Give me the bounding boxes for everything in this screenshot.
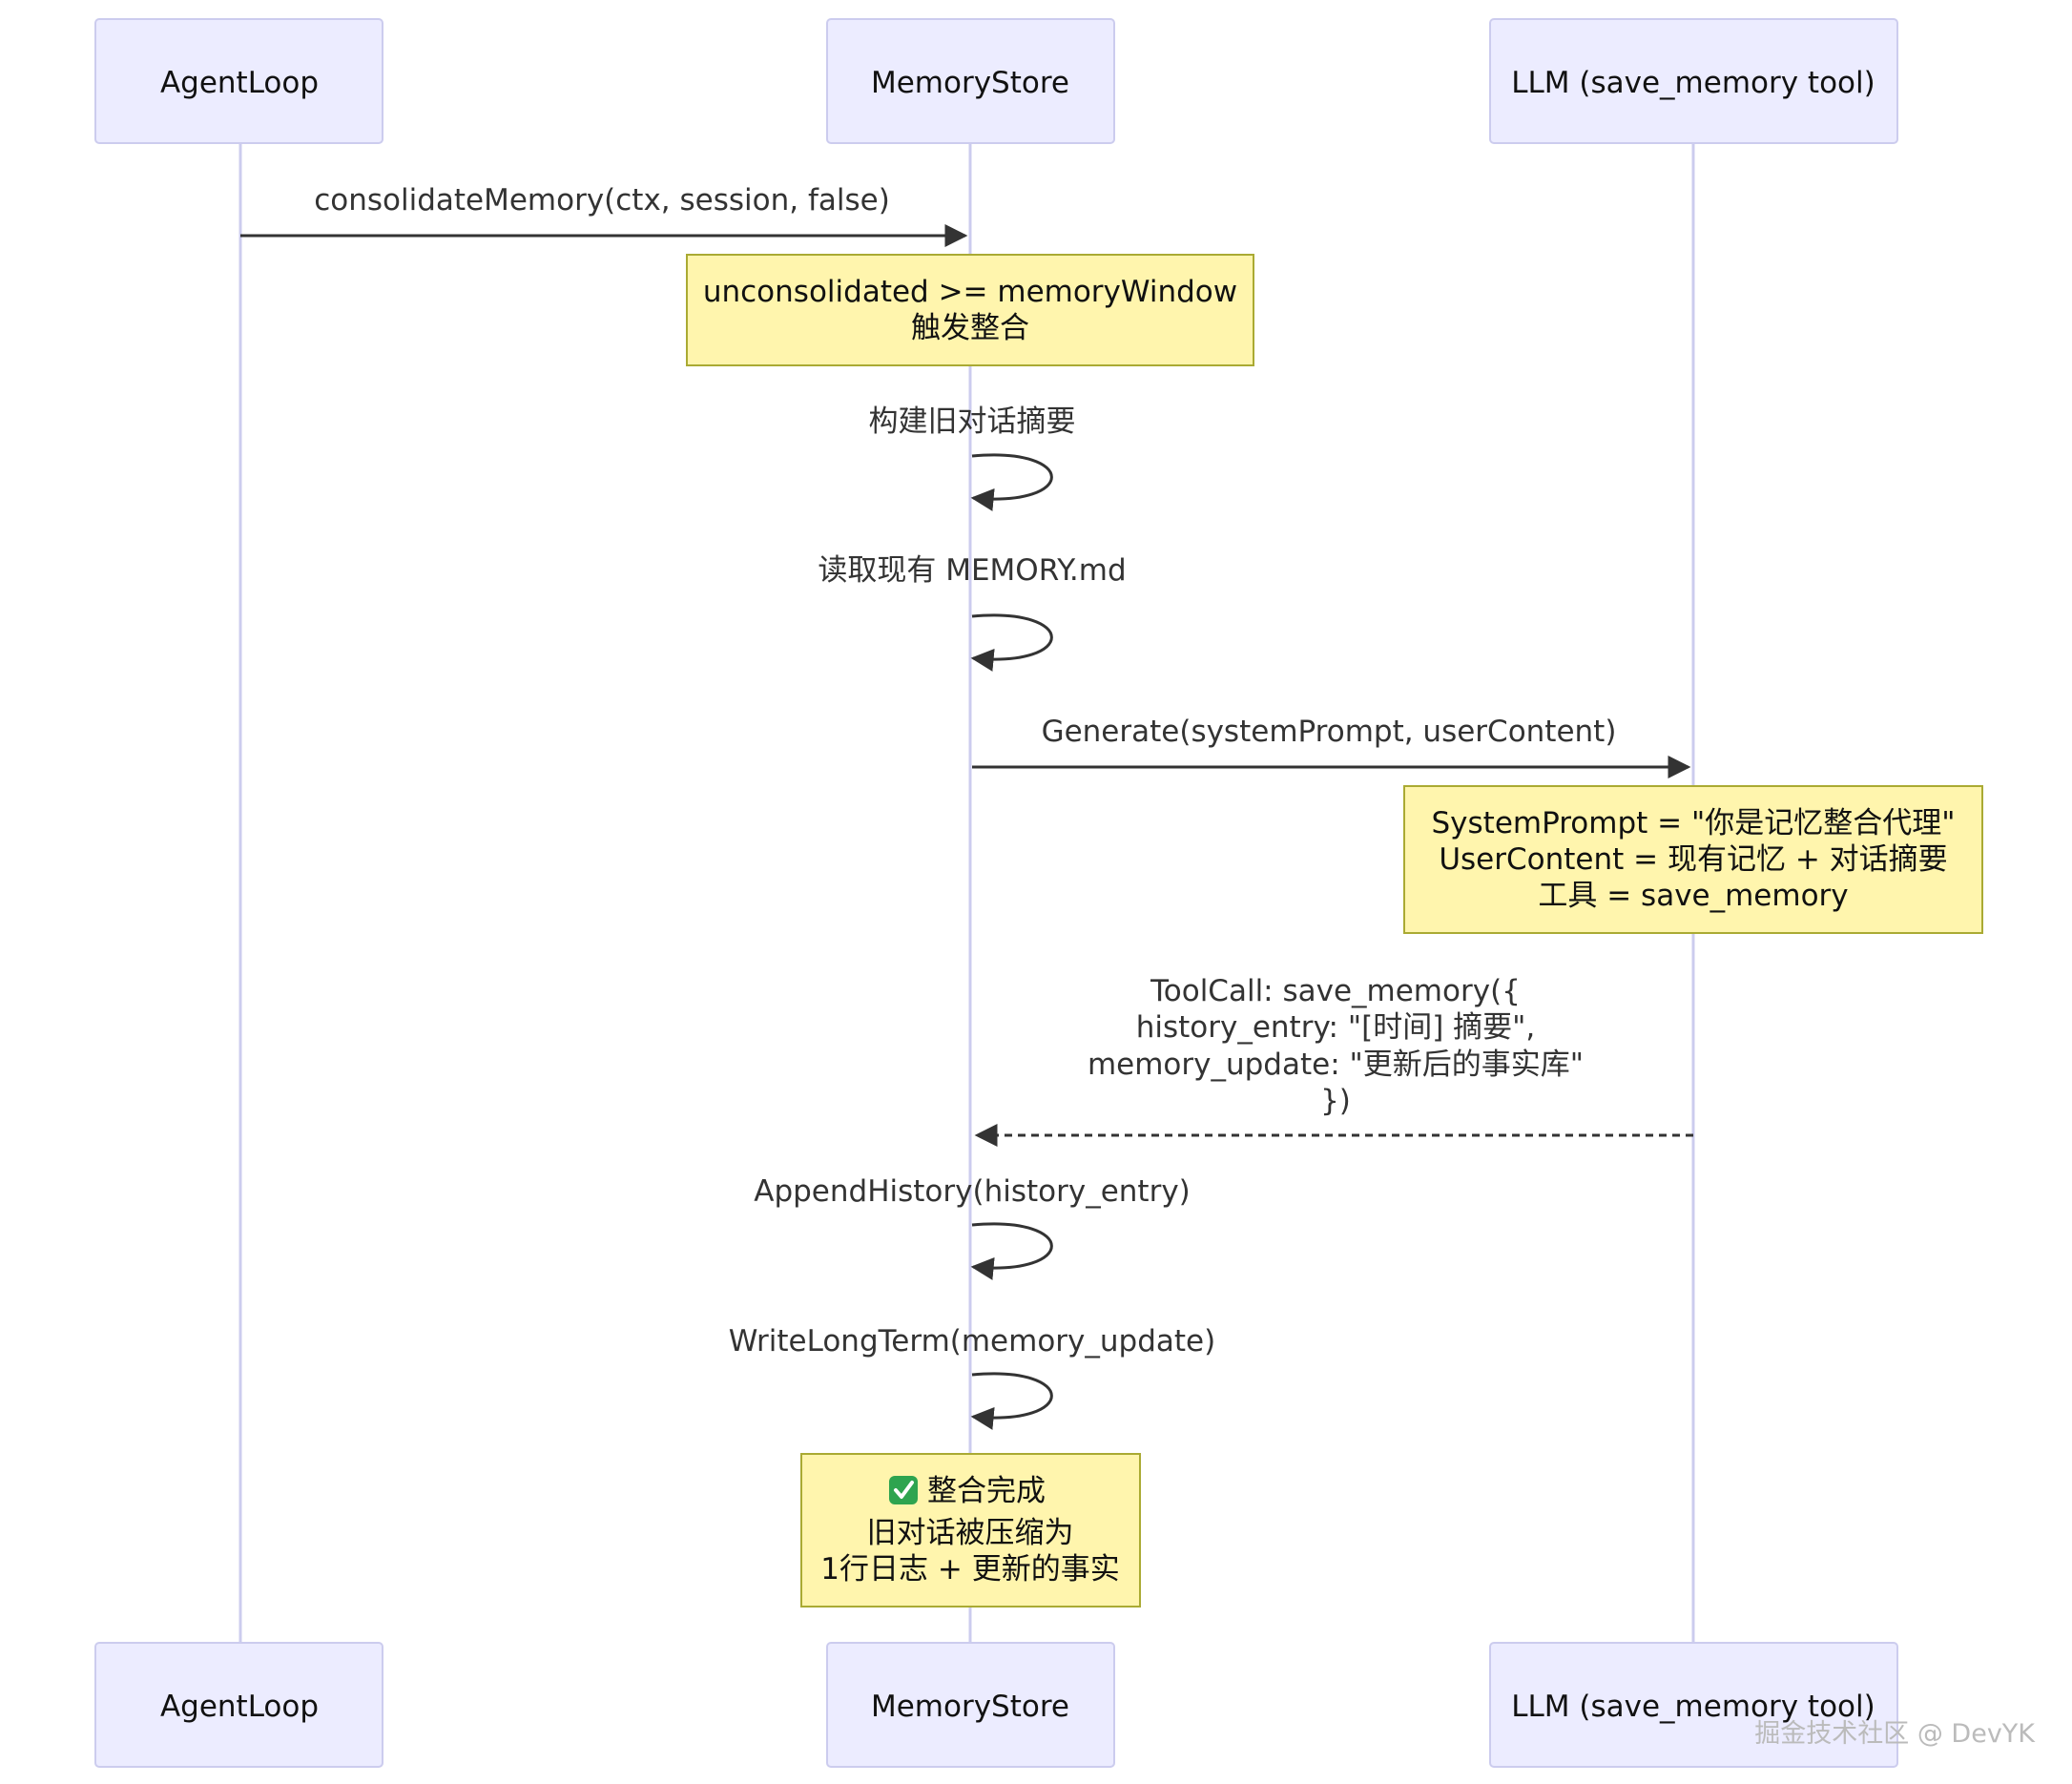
note-line: 旧对话被压缩为: [867, 1516, 1074, 1550]
message-label-toolcall-line: ToolCall: save_memory({: [1150, 974, 1521, 1008]
actor-agentloop-bottom: AgentLoop: [94, 1642, 383, 1768]
actor-label: MemoryStore: [871, 1690, 1069, 1724]
note-prompt: SystemPrompt = "你是记忆整合代理" UserContent = …: [1403, 785, 1983, 934]
note-line: 1行日志 + 更新的事实: [820, 1552, 1119, 1587]
actor-label: LLM (save_memory tool): [1511, 1690, 1875, 1724]
message-label-toolcall-line: memory_update: "更新后的事实库": [1088, 1048, 1584, 1082]
note-line: 整合完成: [927, 1474, 1046, 1508]
message-label-toolcall-line: history_entry: "[时间] 摘要",: [1136, 1010, 1536, 1045]
actor-memorystore-bottom: MemoryStore: [826, 1642, 1115, 1768]
self-loop-append-history: [970, 1222, 1053, 1280]
message-label-toolcall-line: }): [1320, 1084, 1351, 1118]
message-label-generate: Generate(systemPrompt, userContent): [1042, 715, 1617, 749]
message-label-read-memory: 读取现有 MEMORY.md: [818, 553, 1126, 588]
note-trigger: unconsolidated >= memoryWindow 触发整合: [686, 254, 1254, 366]
message-label-consolidate: consolidateMemory(ctx, session, false): [314, 183, 890, 218]
note-line: 触发整合: [911, 311, 1029, 345]
actor-label: LLM (save_memory tool): [1511, 66, 1875, 100]
message-label-write-longterm: WriteLongTerm(memory_update): [729, 1324, 1215, 1359]
self-loop-write-longterm: [970, 1372, 1053, 1430]
note-done: 整合完成 旧对话被压缩为 1行日志 + 更新的事实: [800, 1453, 1141, 1608]
note-line: UserContent = 现有记忆 + 对话摘要: [1439, 842, 1947, 877]
actor-llm-top: LLM (save_memory tool): [1489, 18, 1898, 144]
actor-agentloop-top: AgentLoop: [94, 18, 383, 144]
note-line: SystemPrompt = "你是记忆整合代理": [1431, 806, 1955, 840]
watermark: 掘金技术社区 @ DevYK: [1754, 1719, 2036, 1749]
actor-label: AgentLoop: [160, 1690, 319, 1724]
self-loop-build-summary: [970, 453, 1053, 511]
actor-label: MemoryStore: [871, 66, 1069, 100]
message-label-build-summary: 构建旧对话摘要: [869, 405, 1076, 439]
message-label-append-history: AppendHistory(history_entry): [754, 1174, 1191, 1209]
note-line: 工具 = save_memory: [1538, 879, 1848, 913]
note-line: unconsolidated >= memoryWindow: [703, 275, 1237, 309]
actor-memorystore-top: MemoryStore: [826, 18, 1115, 144]
actor-llm-bottom: LLM (save_memory tool): [1489, 1642, 1898, 1768]
actor-label: AgentLoop: [160, 66, 319, 100]
self-loop-read-memory: [970, 613, 1053, 672]
check-mark-icon: [889, 1476, 918, 1504]
